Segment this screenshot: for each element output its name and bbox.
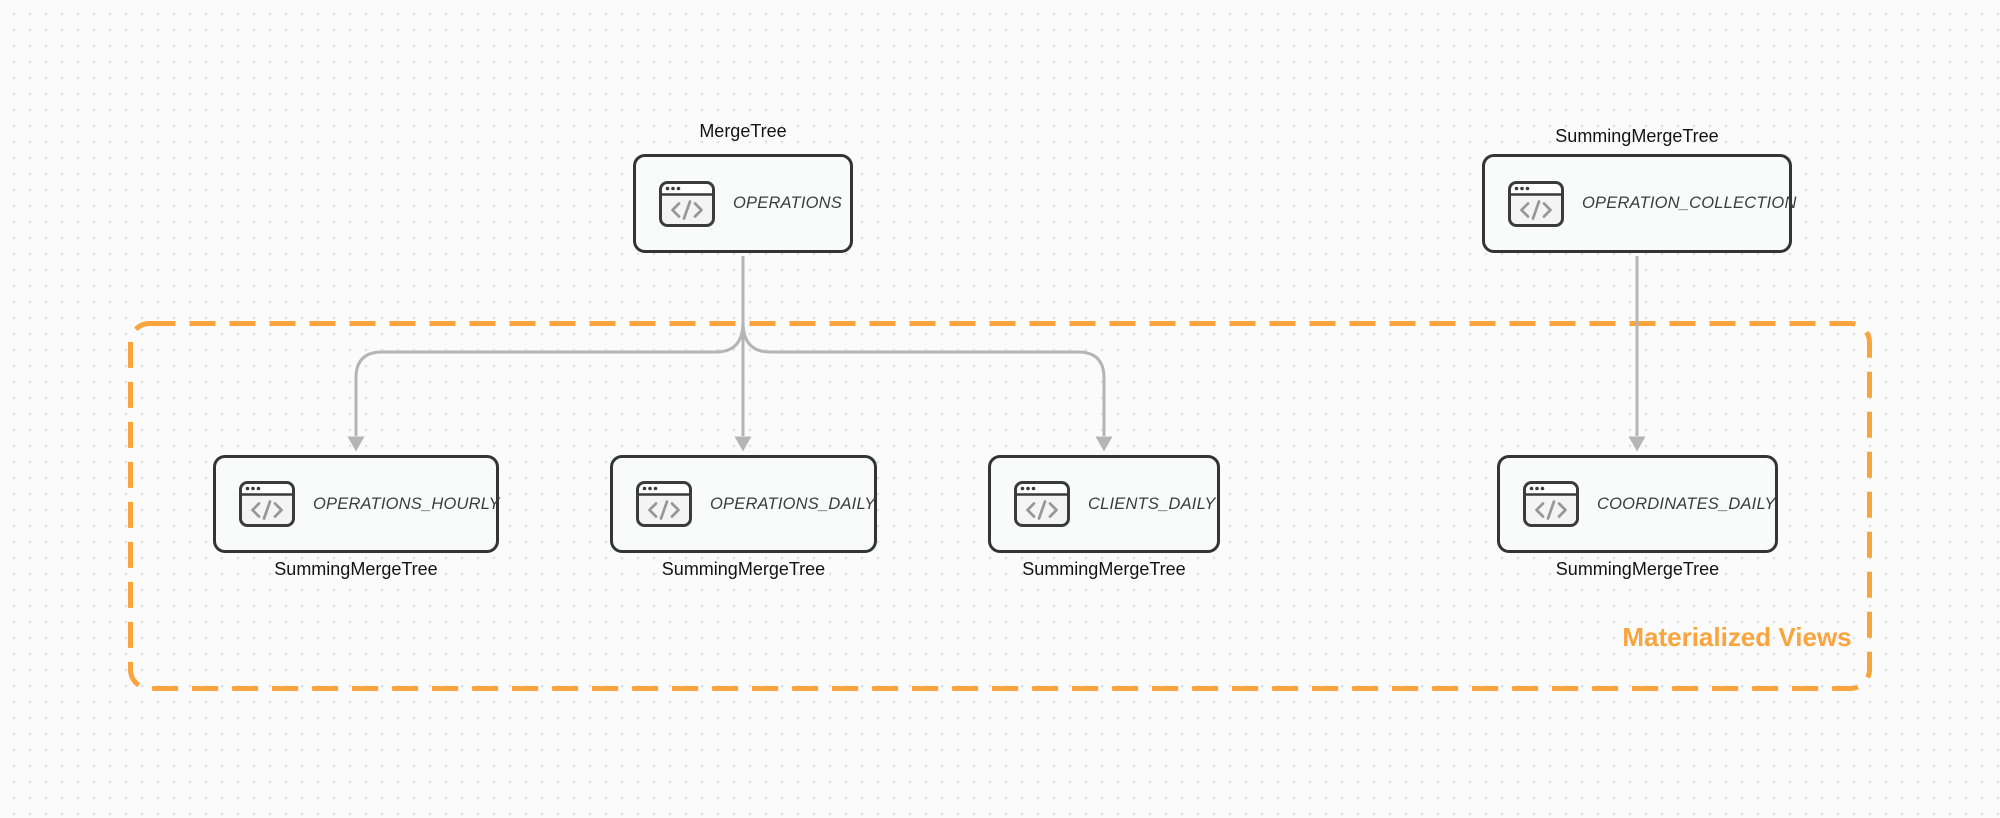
node-title: COORDINATES_DAILY bbox=[1597, 494, 1776, 513]
node-coordinates-daily: COORDINATES_DAILY bbox=[1497, 455, 1778, 553]
arrowhead-operations-daily bbox=[734, 436, 752, 452]
engine-label-operation-collection: SummingMergeTree bbox=[1555, 126, 1719, 146]
node-operations: OPERATIONS bbox=[633, 154, 853, 253]
arrowhead-clients-daily bbox=[1095, 436, 1113, 452]
code-window-icon bbox=[239, 481, 295, 527]
node-operations-hourly: OPERATIONS_HOURLY bbox=[213, 455, 500, 553]
arrowhead-operations-hourly bbox=[347, 436, 365, 452]
code-window-icon bbox=[659, 180, 715, 227]
node-operations-daily: OPERATIONS_DAILY bbox=[610, 455, 877, 553]
engine-label-operations-daily: SummingMergeTree bbox=[661, 559, 826, 579]
code-window-icon bbox=[1508, 180, 1564, 227]
node-title: OPERATIONS bbox=[733, 194, 842, 212]
code-window-icon bbox=[636, 481, 692, 527]
arrowhead-coordinates-daily bbox=[1628, 436, 1646, 452]
materialized-views-region-border bbox=[128, 321, 1872, 691]
edge-operations-to-operations-hourly bbox=[354, 321, 745, 436]
code-window-icon bbox=[1014, 481, 1070, 527]
engine-label-operations-hourly: SummingMergeTree bbox=[274, 559, 438, 579]
engine-label-coordinates-daily: SummingMergeTree bbox=[1555, 559, 1720, 579]
node-title: OPERATION_COLLECTION bbox=[1582, 194, 1797, 212]
node-title: CLIENTS_DAILY bbox=[1088, 494, 1216, 513]
node-title: OPERATIONS_HOURLY bbox=[313, 494, 500, 513]
node-clients-daily: CLIENTS_DAILY bbox=[988, 455, 1220, 553]
node-title: OPERATIONS_DAILY bbox=[710, 494, 876, 513]
edge-operations-to-clients-daily bbox=[741, 321, 1106, 436]
node-operation-collection: OPERATION_COLLECTION bbox=[1482, 154, 1796, 253]
materialized-views-label: Materialized Views bbox=[1622, 622, 1852, 652]
code-window-icon bbox=[1523, 481, 1579, 527]
engine-label-operations: MergeTree bbox=[699, 121, 787, 141]
engine-label-clients-daily: SummingMergeTree bbox=[1022, 559, 1186, 579]
